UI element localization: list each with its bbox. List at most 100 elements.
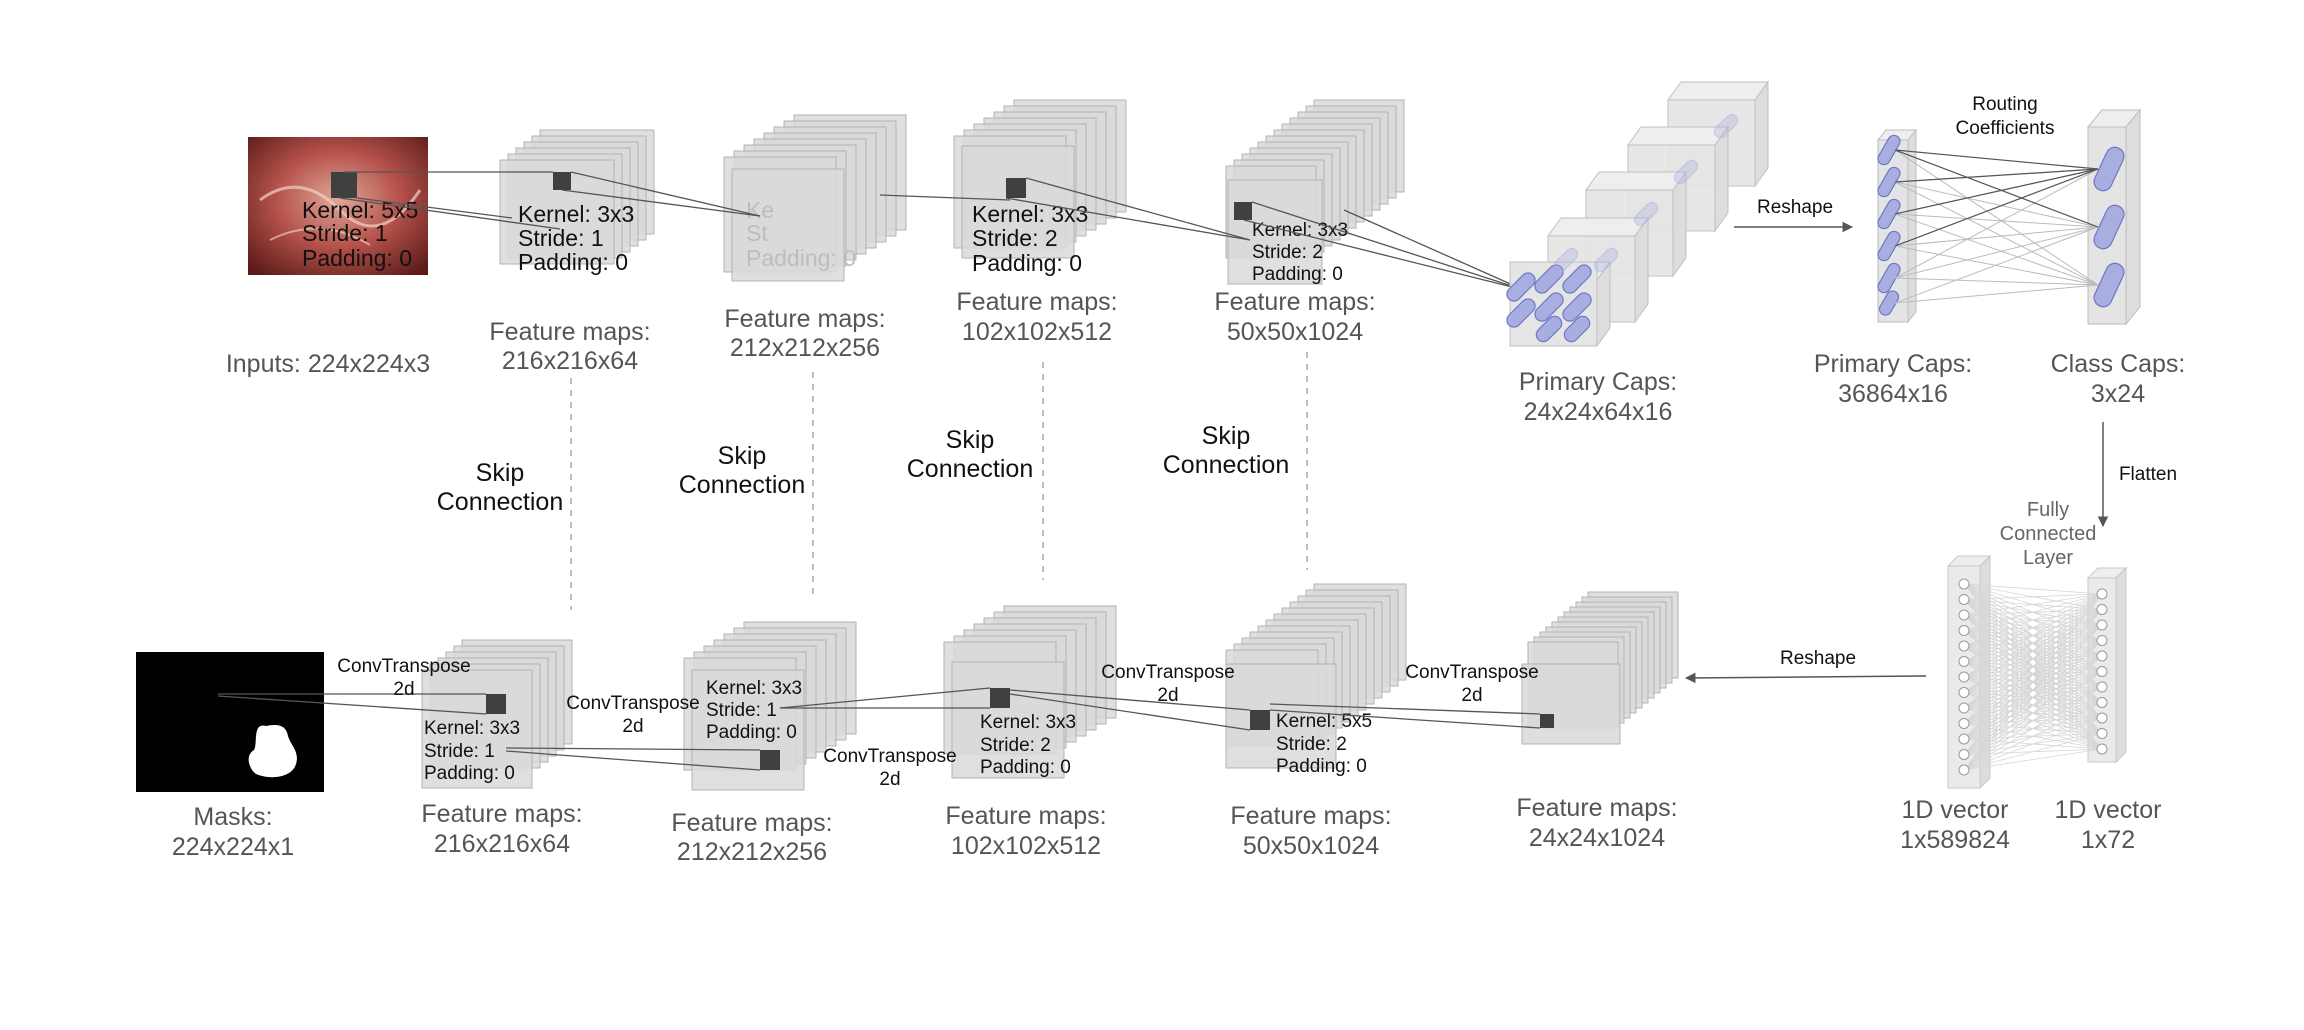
encoder-kernel-lines: [339, 171, 1525, 291]
convt-2-line1: ConvTranspose: [566, 693, 699, 714]
input-padding-label: Padding: 0: [302, 245, 412, 271]
convt-2-line2: 2d: [622, 716, 643, 737]
vector-2-caption-2: 1x72: [2081, 826, 2135, 854]
encoder-fm1-kernel-square: [553, 172, 571, 190]
skip-1-line1: Skip: [476, 459, 525, 487]
encoder-fm4-stride: Stride: 2: [1252, 242, 1323, 263]
convt-5-line1: ConvTranspose: [1405, 662, 1538, 683]
encoder-fm4-kernel-square: [1234, 202, 1252, 220]
decoder-fm2-stride: Stride: 1: [706, 700, 777, 721]
fc-node: [2096, 588, 2108, 600]
fc-label-3: Layer: [2023, 547, 2073, 569]
fc-node: [1958, 718, 1970, 729]
decoder-fm2-caption-2: 212x212x256: [677, 838, 827, 866]
routing-lines: [1894, 149, 2099, 304]
skip-4-line1: Skip: [1202, 422, 1251, 450]
fc-node: [2096, 635, 2108, 646]
decoder-fm4-kernel: Kernel: 5x5: [1276, 711, 1372, 732]
decoder-fm3-caption-1: Feature maps:: [945, 802, 1106, 830]
fc-node: [2096, 743, 2108, 755]
vector-2-caption-1: 1D vector: [2055, 796, 2162, 824]
primary-caps-column: [1876, 128, 1918, 324]
reshape-arrow-bottom: [1684, 672, 1927, 684]
encoder-fm1-stack: [499, 129, 655, 265]
fc-node: [1958, 733, 1970, 745]
fc-node: [2096, 604, 2108, 615]
input-kernel-square: [331, 172, 357, 198]
flatten-label: Flatten: [2119, 464, 2177, 485]
decoder-fm2-caption-1: Feature maps:: [671, 809, 832, 837]
skip-2-line2: Connection: [679, 471, 805, 499]
fc-node: [1958, 687, 1970, 698]
fc-label-2: Connected: [2000, 523, 2097, 545]
skip-3-line1: Skip: [946, 426, 995, 454]
encoder-fm4-caption-1: Feature maps:: [1214, 288, 1375, 316]
encoder-fm2-stride: St: [746, 220, 768, 246]
fc-node: [1958, 702, 1970, 714]
decoder-fm5-stack: [1521, 591, 1679, 745]
decoder-fm3-stack: [943, 605, 1117, 779]
primary-caps-caption-1: Primary Caps:: [1519, 368, 1677, 396]
decoder-fm2-kernel-square: [760, 750, 780, 770]
reshape-label-bottom: Reshape: [1780, 648, 1856, 669]
decoder-fm1-padding: Padding: 0: [424, 763, 515, 784]
fc-node: [1958, 671, 1970, 683]
convt-5-line2: 2d: [1461, 685, 1482, 706]
fc-lines: [1963, 583, 2103, 771]
fc-node: [2096, 650, 2108, 662]
fc-node: [2096, 619, 2108, 631]
decoder-fm3-padding: Padding: 0: [980, 757, 1071, 778]
class-caps-caption-1: Class Caps:: [2051, 350, 2186, 378]
decoder-fm1-stack: [421, 639, 573, 789]
routing-label-2: Coefficients: [1956, 118, 2055, 139]
encoder-fm3-padding: Padding: 0: [972, 250, 1082, 276]
class-caps-caption-2: 3x24: [2091, 380, 2145, 408]
convt-3-line2: 2d: [879, 769, 900, 790]
encoder-fm3-stride: Stride: 2: [972, 225, 1058, 251]
reshape-label-top: Reshape: [1757, 197, 1833, 218]
skip-2-line1: Skip: [718, 442, 767, 470]
decoder-fm1-caption-1: Feature maps:: [421, 800, 582, 828]
decoder-fm5-kernel-square: [1540, 714, 1554, 728]
fc-node: [1958, 764, 1970, 776]
fc-node: [1958, 594, 1970, 605]
mask-caption-2: 224x224x1: [172, 833, 294, 861]
fc-node: [2096, 681, 2108, 693]
input-stride-label: Stride: 1: [302, 220, 388, 246]
class-caps-column: [2086, 108, 2142, 326]
routing-strong-lines: [1894, 149, 2099, 247]
fc-node: [2096, 728, 2108, 739]
primary-caps2-caption-2: 36864x16: [1838, 380, 1948, 408]
decoder-fm3-kernel: Kernel: 3x3: [980, 712, 1076, 733]
encoder-fm4-caption-2: 50x50x1024: [1227, 318, 1363, 346]
decoder-kernel-lines: [217, 687, 1541, 771]
decoder-fm1-caption-2: 216x216x64: [434, 830, 570, 858]
primary-caps-caption-2: 24x24x64x16: [1524, 398, 1673, 426]
decoder-fm1-stride: Stride: 1: [424, 741, 495, 762]
encoder-fm2-padding: Padding: 0: [746, 245, 856, 271]
routing-label-1: Routing: [1972, 94, 2038, 115]
primary-caps-cubes: [1506, 80, 1769, 348]
decoder-fm4-padding: Padding: 0: [1276, 756, 1367, 777]
fc-node: [2096, 712, 2108, 724]
decoder-fm4-stride: Stride: 2: [1276, 734, 1347, 755]
fc-node: [1958, 578, 1970, 590]
vector-1-nodes: [1958, 578, 1970, 776]
encoder-fm2-kernel: Ke: [746, 197, 774, 223]
decoder-fm4-caption-1: Feature maps:: [1230, 802, 1391, 830]
convt-3-line1: ConvTranspose: [823, 746, 956, 767]
encoder-fm1-kernel: Kernel: 3x3: [518, 201, 634, 227]
skip-4-line2: Connection: [1163, 451, 1289, 479]
encoder-fm1-caption-1: Feature maps:: [489, 318, 650, 346]
vector-1-caption-1: 1D vector: [1902, 796, 2009, 824]
encoder-fm1-caption-2: 216x216x64: [502, 347, 638, 375]
vector-2-nodes: [2096, 588, 2108, 755]
decoder-fm1-kernel-square: [486, 694, 506, 714]
encoder-fm2-caption-1: Feature maps:: [724, 305, 885, 333]
encoder-fm3-kernel: Kernel: 3x3: [972, 201, 1088, 227]
decoder-fm4-caption-2: 50x50x1024: [1243, 832, 1379, 860]
vector-1-caption-2: 1x589824: [1900, 826, 2010, 854]
decoder-fm2-kernel: Kernel: 3x3: [706, 678, 802, 699]
encoder-fm4-kernel: Kernel: 3x3: [1252, 220, 1348, 241]
encoder-fm1-padding: Padding: 0: [518, 249, 628, 275]
